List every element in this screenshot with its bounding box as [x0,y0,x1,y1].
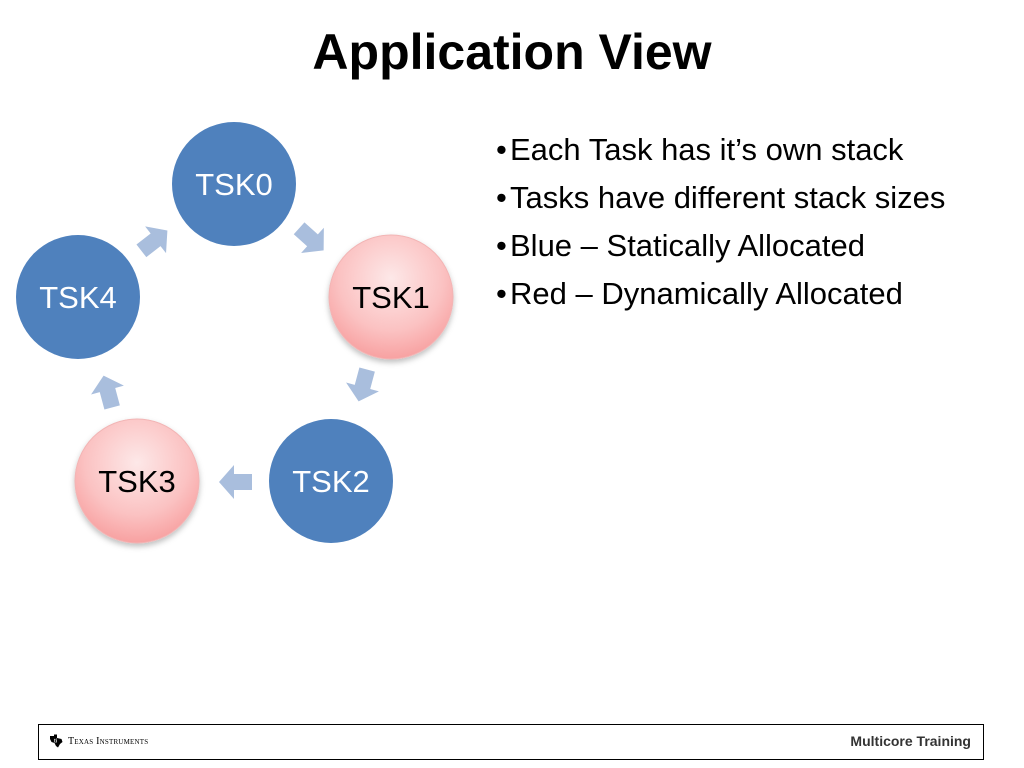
ti-logo: ti Texas Instruments [49,734,148,748]
cycle-arrows [91,222,379,499]
arrow-tsk0-to-tsk1 [293,222,324,253]
arrow-tsk3-to-tsk4 [91,375,124,410]
bullet-text: Tasks have different stack sizes [510,180,946,215]
node-tsk0-label: TSK0 [195,167,273,202]
bullet-text: Red – Dynamically Allocated [510,276,903,311]
footer-course-title: Multicore Training [850,733,971,749]
node-tsk2: TSK2 [269,419,393,543]
bullet-text: Each Task has it’s own stack [510,132,904,167]
node-tsk3-label: TSK3 [98,464,176,499]
bullet-text: Blue – Statically Allocated [510,228,865,263]
node-tsk1-label: TSK1 [352,280,430,315]
texas-state-icon: ti [50,734,63,748]
bullet-marker: • [496,276,507,311]
bullet-item: •Each Task has it’s own stack [496,126,945,174]
arrow-tsk2-to-tsk3 [219,465,252,499]
bullet-marker: • [496,132,507,167]
node-tsk3: TSK3 [74,418,200,544]
slide-title: Application View [312,24,712,80]
footer-bar: ti Texas Instruments Multicore Training [38,724,984,760]
bullet-item: •Tasks have different stack sizes [496,174,945,222]
bullet-item: •Blue – Statically Allocated [496,222,945,270]
node-tsk0: TSK0 [172,122,296,246]
arrow-tsk4-to-tsk0 [136,226,168,258]
bullet-marker: • [496,228,507,263]
node-tsk2-label: TSK2 [292,464,370,499]
node-tsk4-label: TSK4 [39,280,117,315]
node-tsk1: TSK1 [328,234,454,360]
node-tsk4: TSK4 [16,235,140,359]
bullet-list: •Each Task has it’s own stack •Tasks hav… [496,126,945,318]
svg-text:ti: ti [54,739,58,745]
bullet-marker: • [496,180,507,215]
arrow-tsk1-to-tsk2 [346,367,379,402]
task-cycle-diagram: TSK0 TSK1 TSK2 TSK3 TSK4 [16,122,454,544]
ti-logo-text: Texas Instruments [68,735,149,747]
bullet-item: •Red – Dynamically Allocated [496,270,945,318]
